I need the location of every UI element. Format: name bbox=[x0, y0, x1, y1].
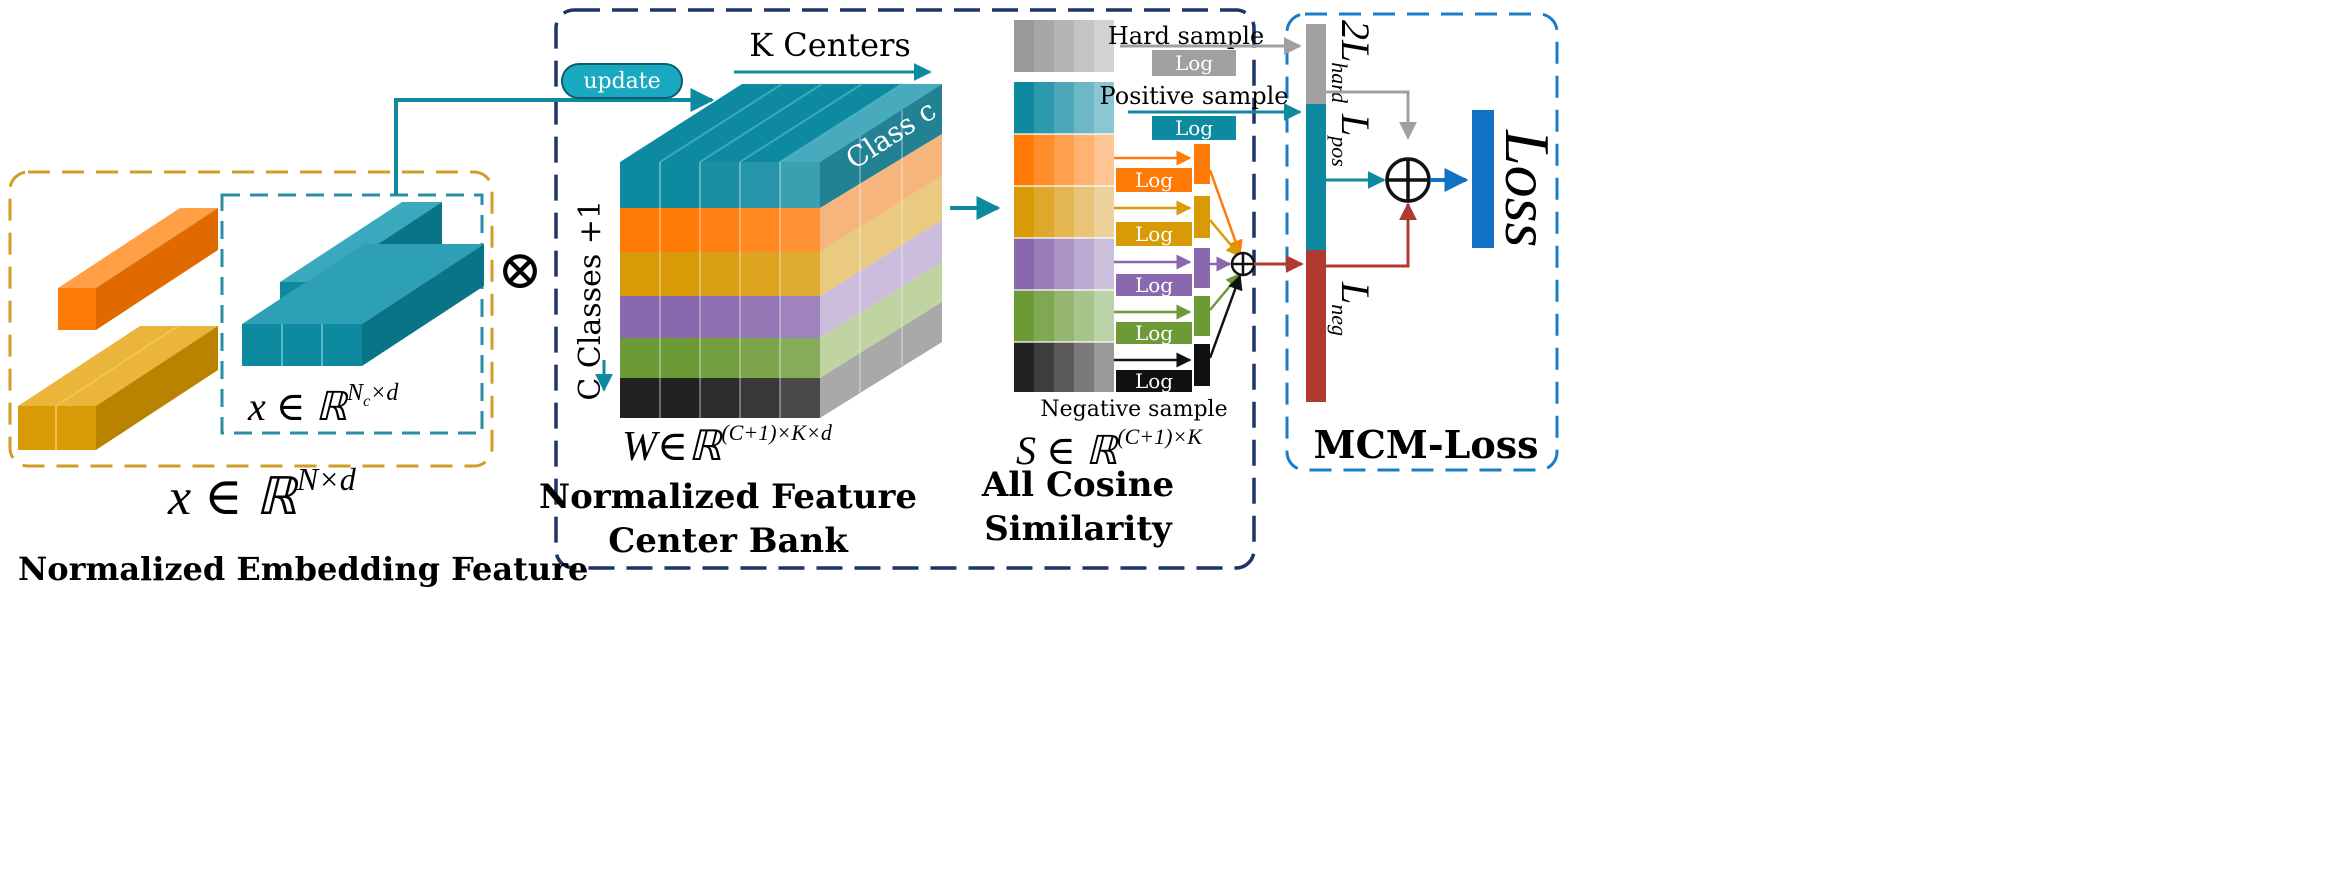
negative-purple-path: Log bbox=[1114, 248, 1232, 297]
neg-to-sum-arrow bbox=[1326, 202, 1417, 268]
negative-black-path: Log bbox=[1114, 274, 1243, 393]
loss-label: Loss bbox=[1492, 129, 1563, 247]
l-pos-label: Lpos bbox=[1327, 113, 1378, 167]
svg-text:Log: Log bbox=[1135, 273, 1173, 297]
l-neg-label: Lneg bbox=[1327, 281, 1378, 336]
c-classes-label: C Classes +1 bbox=[573, 200, 608, 401]
svg-text:Log: Log bbox=[1135, 168, 1173, 192]
center-bank-cube bbox=[620, 83, 942, 418]
otimes-operator: ⊗ bbox=[497, 238, 542, 301]
inner-teal-frame bbox=[220, 193, 484, 435]
negative-orange-path: Log bbox=[1114, 144, 1243, 256]
positive-sample-label: Positive sample bbox=[1100, 82, 1289, 110]
svg-text:Log: Log bbox=[1175, 116, 1213, 140]
embedding-panel-title: Normalized Embedding Feature bbox=[18, 550, 588, 588]
center-bank-formula: W∈ℝ(C+1)×K×d bbox=[622, 420, 833, 470]
svg-text:Log: Log bbox=[1135, 369, 1173, 393]
update-arrow bbox=[394, 88, 715, 195]
similarity-title-line1: All Cosine bbox=[981, 465, 1174, 505]
update-label: update bbox=[561, 63, 683, 99]
svg-text:update: update bbox=[583, 69, 660, 94]
svg-text:Log: Log bbox=[1175, 51, 1213, 75]
center-bank-panel-frame bbox=[554, 8, 1256, 570]
l-pos-bar bbox=[1306, 104, 1326, 250]
loss-bar bbox=[1472, 110, 1494, 248]
teal-feature-bars bbox=[242, 202, 484, 366]
cube-column-shading bbox=[700, 162, 820, 418]
negative-sample-label: Negative sample bbox=[1040, 397, 1227, 422]
svg-text:Log: Log bbox=[1135, 321, 1173, 345]
hard-sample-row bbox=[1014, 20, 1114, 72]
svg-text:Log: Log bbox=[1135, 222, 1173, 246]
embedding-panel-frame bbox=[8, 170, 494, 468]
similarity-formula: S ∈ ℝ(C+1)×K bbox=[1016, 424, 1203, 473]
k-centers-label: K Centers bbox=[749, 26, 911, 64]
loss-sum-oplus bbox=[1385, 157, 1431, 203]
orange-feature-bar bbox=[58, 208, 218, 330]
outer-embedding-formula: x ∈ ℝN×d bbox=[167, 461, 357, 526]
hard-log-box: Log bbox=[1152, 50, 1236, 76]
l-hard-label: 2Lhard bbox=[1327, 20, 1378, 104]
negative-green-path: Log bbox=[1114, 272, 1241, 345]
hard-to-sum-arrow bbox=[1326, 90, 1417, 140]
center-bank-title-line2: Center Bank bbox=[608, 521, 849, 561]
negative-gold-path: Log bbox=[1114, 196, 1241, 258]
inner-embedding-formula: x ∈ ℝNc×d bbox=[247, 380, 399, 429]
positive-log-box: Log bbox=[1152, 116, 1236, 140]
l-hard-bar bbox=[1306, 24, 1326, 104]
similarity-matrix bbox=[1014, 82, 1114, 392]
mcm-panel-frame bbox=[1285, 12, 1559, 472]
mcm-loss-title: MCM-Loss bbox=[1314, 422, 1539, 467]
center-bank-title-line1: Normalized Feature bbox=[539, 477, 917, 517]
gold-feature-bar bbox=[18, 325, 218, 450]
l-neg-bar bbox=[1306, 250, 1326, 402]
similarity-title-line2: Similarity bbox=[984, 509, 1173, 549]
negative-sum-oplus bbox=[1230, 251, 1256, 277]
